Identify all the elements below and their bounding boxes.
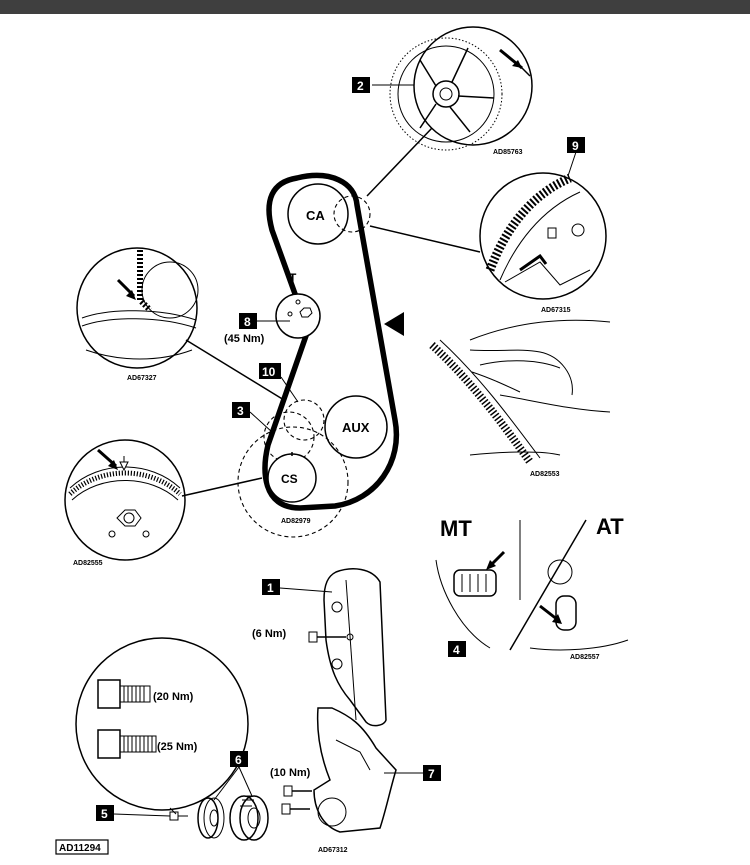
tensioner-detail bbox=[76, 247, 199, 369]
manual-transmission-label: MT bbox=[440, 516, 472, 541]
automatic-transmission-label: AT bbox=[596, 514, 624, 539]
figure-code-camshaft: AD85763 bbox=[493, 149, 523, 156]
cam-mark-circle bbox=[333, 195, 371, 233]
torque-cover-bolt: (6 Nm) bbox=[252, 628, 287, 640]
callout-6-box bbox=[230, 751, 248, 767]
crankshaft-label: CS bbox=[281, 472, 298, 486]
figure-code-cam-mark: AD67315 bbox=[541, 307, 571, 314]
callout-5-box bbox=[96, 805, 114, 821]
callout-8: 8 bbox=[244, 315, 251, 329]
camshaft-pulley: CA bbox=[287, 183, 349, 245]
figure-code-crank-area: AD82979 bbox=[281, 518, 311, 525]
callout-1: 1 bbox=[267, 581, 274, 595]
leader-callout5 bbox=[113, 813, 171, 817]
timing-cover bbox=[323, 568, 387, 727]
torque-tensioner: (45 Nm) bbox=[224, 333, 265, 345]
timing-belt bbox=[262, 172, 400, 511]
callout-9-box bbox=[567, 137, 585, 153]
callout-1-box bbox=[262, 579, 280, 595]
belt-hand-sketch bbox=[429, 319, 611, 465]
tensioner-pulley: T bbox=[275, 271, 321, 339]
callout3-circle bbox=[263, 411, 315, 463]
leader-callout9-detail bbox=[369, 225, 481, 253]
leader-crank-detail bbox=[181, 477, 263, 497]
auxiliary-label: AUX bbox=[342, 420, 370, 435]
bracket-bolts bbox=[281, 785, 312, 815]
tensioner-label: T bbox=[289, 271, 297, 285]
figure-code-main: AD11294 bbox=[59, 843, 101, 854]
callout-4-box bbox=[448, 641, 466, 657]
lower-cover bbox=[313, 707, 397, 833]
leader-callout1 bbox=[279, 587, 333, 593]
camshaft-detail bbox=[389, 26, 533, 151]
leader-callout3 bbox=[249, 411, 273, 433]
crank-area-circle bbox=[237, 426, 349, 538]
crank-pulley-detail bbox=[64, 439, 186, 561]
callout-10-box bbox=[259, 363, 281, 379]
figure-code-covers: AD67312 bbox=[318, 847, 348, 854]
torque-bolt-short: (20 Nm) bbox=[153, 691, 194, 703]
callout-9: 9 bbox=[572, 139, 579, 153]
figure-code-crank-pulley: AD82555 bbox=[73, 560, 103, 567]
leader-bolt-detail bbox=[169, 807, 177, 815]
callout-7-box bbox=[423, 765, 441, 781]
figure-code-flywheel: AD82557 bbox=[570, 654, 600, 661]
callout-3: 3 bbox=[237, 404, 244, 418]
cam-mark-detail bbox=[479, 172, 607, 300]
callout-10: 10 bbox=[262, 365, 276, 379]
callout-5: 5 bbox=[101, 807, 108, 821]
callout-6: 6 bbox=[235, 753, 242, 767]
callout-2: 2 bbox=[357, 79, 364, 93]
camshaft-label: CA bbox=[306, 208, 325, 223]
callout-7: 7 bbox=[428, 767, 435, 781]
callout-2-box bbox=[352, 77, 370, 93]
callout-3-box bbox=[232, 402, 250, 418]
torque-bolt-long: (25 Nm) bbox=[157, 741, 198, 753]
leader-callout6b bbox=[238, 766, 253, 797]
callout-4: 4 bbox=[453, 643, 460, 657]
leader-callout2-detail bbox=[366, 127, 433, 197]
leader-callout6a bbox=[213, 766, 240, 801]
crank-bolt bbox=[169, 811, 188, 821]
auxiliary-pulley: AUX bbox=[324, 395, 388, 459]
callout-8-box bbox=[239, 313, 257, 329]
rotation-direction-arrow bbox=[384, 312, 404, 336]
callout10-circle bbox=[283, 399, 325, 441]
figure-code-tensioner: AD67327 bbox=[127, 375, 157, 382]
crankshaft-pulley: CS bbox=[267, 452, 317, 503]
leader-tensioner-detail bbox=[185, 339, 285, 401]
crank-pulleys bbox=[197, 795, 269, 841]
figure-code-belt-hand: AD82553 bbox=[530, 471, 560, 478]
torque-bracket-bolt: (10 Nm) bbox=[270, 767, 311, 779]
leader-callout10 bbox=[280, 376, 299, 403]
bolt-detail bbox=[75, 637, 249, 811]
leader-callout9 bbox=[567, 151, 577, 177]
main-code-box bbox=[55, 839, 109, 855]
flywheel-marks-detail bbox=[435, 519, 629, 651]
top-bar bbox=[0, 0, 750, 14]
cover-bolt bbox=[308, 631, 354, 643]
